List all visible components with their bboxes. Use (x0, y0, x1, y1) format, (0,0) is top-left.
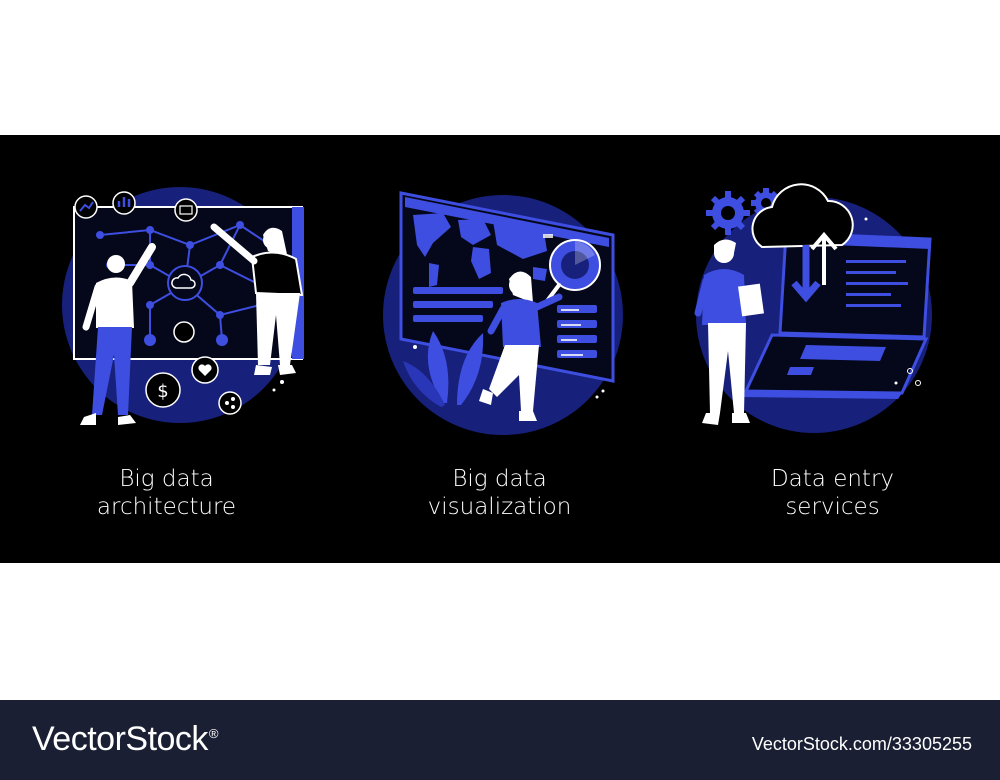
card-big-data-visualization: Big data visualization (333, 135, 666, 563)
caption-big-data-visualization: Big data visualization (333, 465, 666, 521)
caption-line-1: Data entry (770, 466, 895, 492)
world-map-dashboard-illustration (383, 191, 623, 435)
caption-line-2: services (785, 494, 880, 520)
caption-big-data-architecture: Big data architecture (0, 465, 333, 521)
brand-name: VectorStock (32, 720, 208, 758)
watermark-footer: VectorStock® VectorStock.com/33305255 (0, 700, 1000, 780)
vectorstock-logo: VectorStock® (32, 720, 219, 759)
image-reference: VectorStock.com/33305255 (751, 734, 972, 754)
caption-line-1: Big data (119, 466, 214, 492)
card-big-data-architecture: $ Big d (0, 135, 333, 563)
caption-line-2: visualization (427, 494, 572, 520)
svg-text:$: $ (157, 381, 168, 402)
caption-line-2: architecture (96, 494, 237, 520)
registered-mark: ® (208, 725, 219, 741)
network-team-illustration: $ (62, 187, 304, 425)
caption-line-1: Big data (452, 466, 547, 492)
card-data-entry-services: Data entry services (666, 135, 999, 563)
illustration-panel: $ Big d (0, 135, 1000, 563)
caption-data-entry-services: Data entry services (666, 465, 999, 521)
cloud-laptop-illustration (694, 183, 932, 433)
